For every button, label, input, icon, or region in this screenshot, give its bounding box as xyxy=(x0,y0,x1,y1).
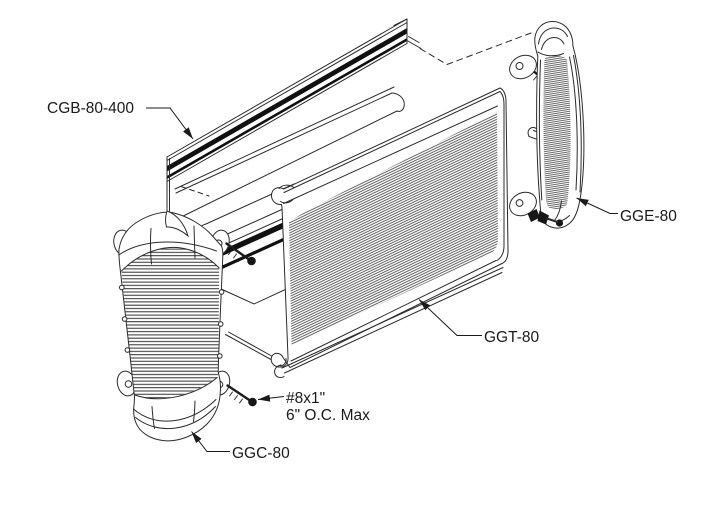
label-corner: GGC-80 xyxy=(232,445,290,462)
leader-retainer xyxy=(146,107,194,140)
rail-end-curl xyxy=(165,210,189,238)
rail-bottom-flange xyxy=(274,267,504,379)
leader-end-cap xyxy=(576,197,618,214)
part-retainer-rail xyxy=(166,18,532,360)
part-corner-guard xyxy=(113,211,231,442)
label-cover: GGT-80 xyxy=(484,329,540,346)
label-fastener-spacing: 6" O.C. Max xyxy=(286,407,370,424)
callouts xyxy=(146,107,618,452)
label-retainer: CGB-80-400 xyxy=(47,100,134,117)
part-cover xyxy=(270,87,509,369)
label-fastener-size: #8x1" xyxy=(286,390,325,407)
leader-corner xyxy=(191,431,230,452)
leader-fastener xyxy=(257,394,285,402)
label-end-cap: GGE-80 xyxy=(620,208,677,225)
leader-cover xyxy=(418,299,482,336)
part-end-cap xyxy=(509,20,585,229)
